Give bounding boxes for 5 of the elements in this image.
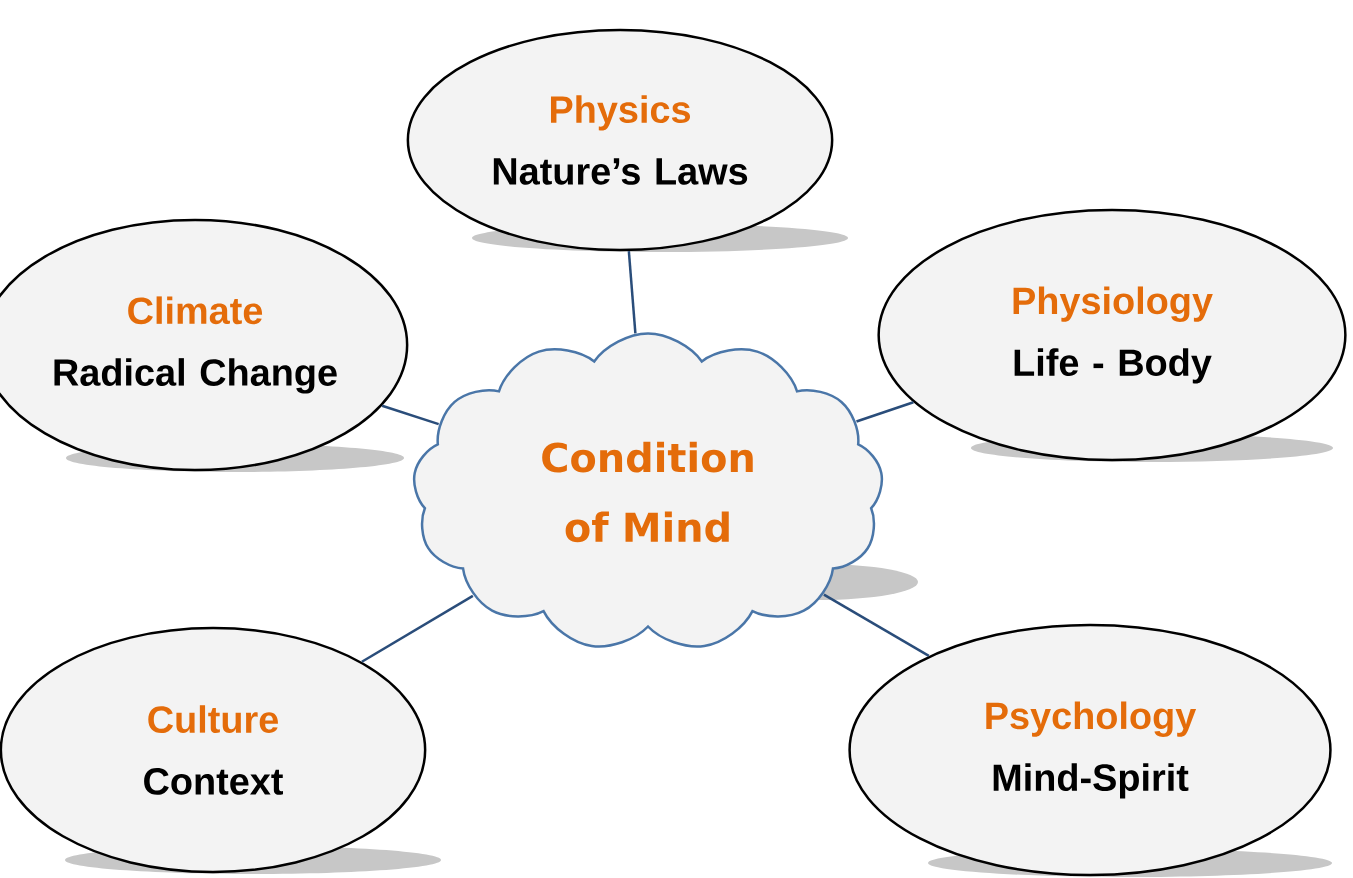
connector-line: [361, 594, 474, 663]
connector-line: [856, 401, 914, 423]
connector-line: [381, 404, 440, 426]
connector-line: [627, 251, 637, 334]
connector-line: [823, 593, 930, 657]
